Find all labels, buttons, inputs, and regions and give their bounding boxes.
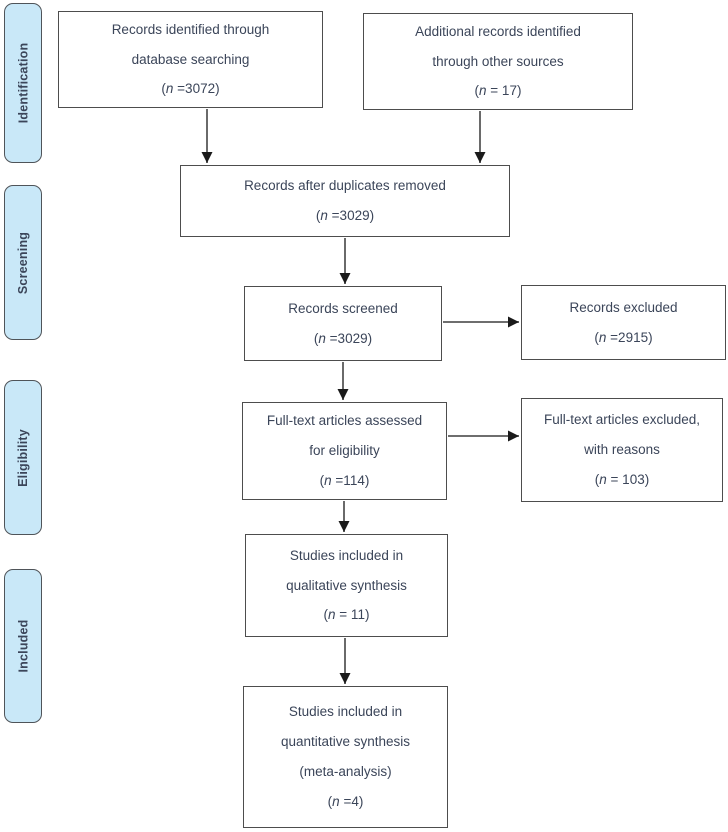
count-variable: n bbox=[332, 793, 340, 809]
stage-identification-label: Identification bbox=[16, 42, 31, 124]
box-text-line: through other sources bbox=[432, 53, 564, 69]
count-value: =4) bbox=[339, 793, 364, 809]
box-text-line: with reasons bbox=[584, 442, 660, 458]
count-variable: n bbox=[324, 472, 332, 488]
box-text-line: Records excluded bbox=[569, 299, 678, 315]
box-text-line: Records identified through bbox=[111, 21, 270, 37]
box-text-line: for eligibility bbox=[309, 443, 380, 459]
count-value: = 11) bbox=[335, 607, 370, 623]
count-open: ( bbox=[474, 83, 480, 99]
box-count: (n =4) bbox=[328, 787, 364, 817]
box-text-line: quantitative synthesis bbox=[280, 734, 411, 750]
stage-included: Included bbox=[4, 569, 42, 723]
box-duplicates-removed: Records after duplicates removed (n =302… bbox=[180, 165, 510, 237]
count-open: ( bbox=[594, 471, 600, 487]
count-value: =114) bbox=[331, 472, 370, 488]
count-open: ( bbox=[594, 329, 599, 345]
box-count: (n = 17) bbox=[475, 76, 522, 106]
box-records-excluded: Records excluded (n =2915) bbox=[521, 285, 726, 360]
box-count: (n =3029) bbox=[314, 324, 372, 354]
box-text-line: database searching bbox=[131, 51, 250, 67]
box-count: (n =114) bbox=[320, 466, 370, 496]
box-fulltext-excluded: Full-text articles excluded, with reason… bbox=[521, 398, 723, 502]
count-open: ( bbox=[313, 330, 319, 346]
box-records-screened: Records screened (n =3029) bbox=[244, 286, 442, 361]
box-text-line: Records screened bbox=[288, 300, 398, 316]
box-qualitative-synthesis: Studies included in qualitative synthesi… bbox=[245, 534, 448, 637]
count-open: ( bbox=[319, 472, 325, 488]
count-value: = 17) bbox=[486, 83, 522, 99]
box-additional-records: Additional records identified through ot… bbox=[363, 13, 633, 110]
count-variable: n bbox=[599, 471, 607, 487]
count-variable: n bbox=[165, 81, 174, 97]
count-open: ( bbox=[161, 81, 166, 97]
count-open: ( bbox=[323, 607, 329, 623]
box-count: (n = 11) bbox=[324, 600, 370, 630]
box-records-identified: Records identified through database sear… bbox=[58, 11, 323, 108]
box-text-line: Records after duplicates removed bbox=[244, 178, 446, 194]
count-value: =2915) bbox=[606, 329, 653, 345]
count-value: = 103) bbox=[606, 471, 650, 487]
box-text-line: qualitative synthesis bbox=[286, 577, 407, 593]
count-value: =3029) bbox=[327, 208, 375, 223]
count-variable: n bbox=[598, 329, 607, 345]
count-open: ( bbox=[315, 208, 321, 223]
box-count: (n =2915) bbox=[594, 323, 652, 353]
stage-identification: Identification bbox=[4, 3, 42, 163]
stage-screening: Screening bbox=[4, 185, 42, 340]
stage-included-label: Included bbox=[16, 619, 30, 673]
box-quantitative-synthesis: Studies included in quantitative synthes… bbox=[243, 686, 448, 828]
box-count: (n =3072) bbox=[161, 74, 219, 104]
box-fulltext-assessed: Full-text articles assessed for eligibil… bbox=[242, 402, 447, 500]
count-variable: n bbox=[320, 208, 328, 223]
stage-eligibility: Eligibility bbox=[4, 380, 42, 535]
count-value: =3029) bbox=[325, 330, 373, 346]
count-variable: n bbox=[318, 330, 326, 346]
box-text-line: Full-text articles assessed bbox=[266, 413, 423, 429]
box-text-line: Additional records identified bbox=[415, 23, 581, 39]
count-open: ( bbox=[327, 793, 333, 809]
box-count: (n = 103) bbox=[595, 465, 649, 495]
stage-screening-label: Screening bbox=[16, 231, 30, 294]
box-text-line: Studies included in bbox=[288, 704, 403, 720]
box-text-line: Full-text articles excluded, bbox=[543, 412, 701, 428]
box-text-line: (meta-analysis) bbox=[299, 764, 392, 779]
box-text-line: Studies included in bbox=[289, 547, 404, 563]
count-variable: n bbox=[479, 83, 487, 99]
stage-eligibility-label: Eligibility bbox=[16, 428, 31, 487]
count-variable: n bbox=[328, 607, 336, 623]
box-count: (n =3029) bbox=[316, 201, 374, 231]
count-value: =3072) bbox=[173, 81, 220, 97]
